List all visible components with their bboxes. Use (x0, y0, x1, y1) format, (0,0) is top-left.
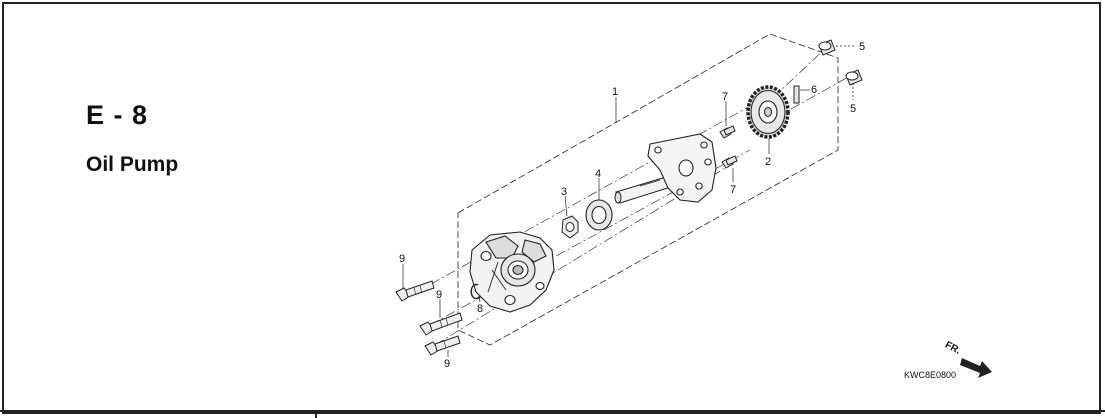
bolt-middle (419, 312, 463, 336)
bolt-lower (424, 335, 461, 356)
callout-9-upper: 9 (399, 253, 405, 265)
callout-2: 2 (765, 156, 771, 168)
bolt-upper (395, 280, 435, 302)
flange-bolt-lower (721, 155, 738, 169)
callout-5-upper: 5 (859, 41, 865, 53)
callout-9-lower: 9 (444, 358, 450, 370)
section-code: E - 8 (86, 100, 149, 130)
assembly-boundary (457, 33, 839, 346)
snap-ring (470, 283, 481, 300)
callout-9-middle: 9 (436, 289, 442, 301)
callout-5-lower: 5 (850, 103, 856, 115)
diagram-code: KWC8E0800 (904, 370, 956, 380)
pump-cover-plate (647, 133, 717, 203)
oil-pump-driven-gear (746, 85, 790, 139)
dowel-pin-upper (818, 39, 836, 56)
leader-lines (402, 45, 856, 357)
front-direction-label: FR. (943, 340, 963, 357)
section-title: Oil Pump (86, 153, 179, 176)
callout-1: 1 (612, 86, 618, 98)
callout-7-lower: 7 (730, 184, 736, 196)
inner-rotor (561, 215, 579, 239)
dowel-pin-lower (845, 69, 863, 86)
title-block-divider (315, 410, 317, 418)
title-block-strip (0, 410, 1105, 418)
callout-4: 4 (595, 168, 601, 180)
callout-7-upper: 7 (722, 91, 728, 103)
callout-3: 3 (561, 186, 567, 198)
front-arrow-icon (960, 358, 992, 378)
flange-bolt-upper (719, 125, 736, 139)
callout-6: 6 (811, 84, 817, 96)
drive-pin (793, 85, 800, 104)
oil-pump-body (469, 231, 555, 313)
outer-rotor (585, 199, 613, 231)
callout-8: 8 (477, 303, 483, 315)
